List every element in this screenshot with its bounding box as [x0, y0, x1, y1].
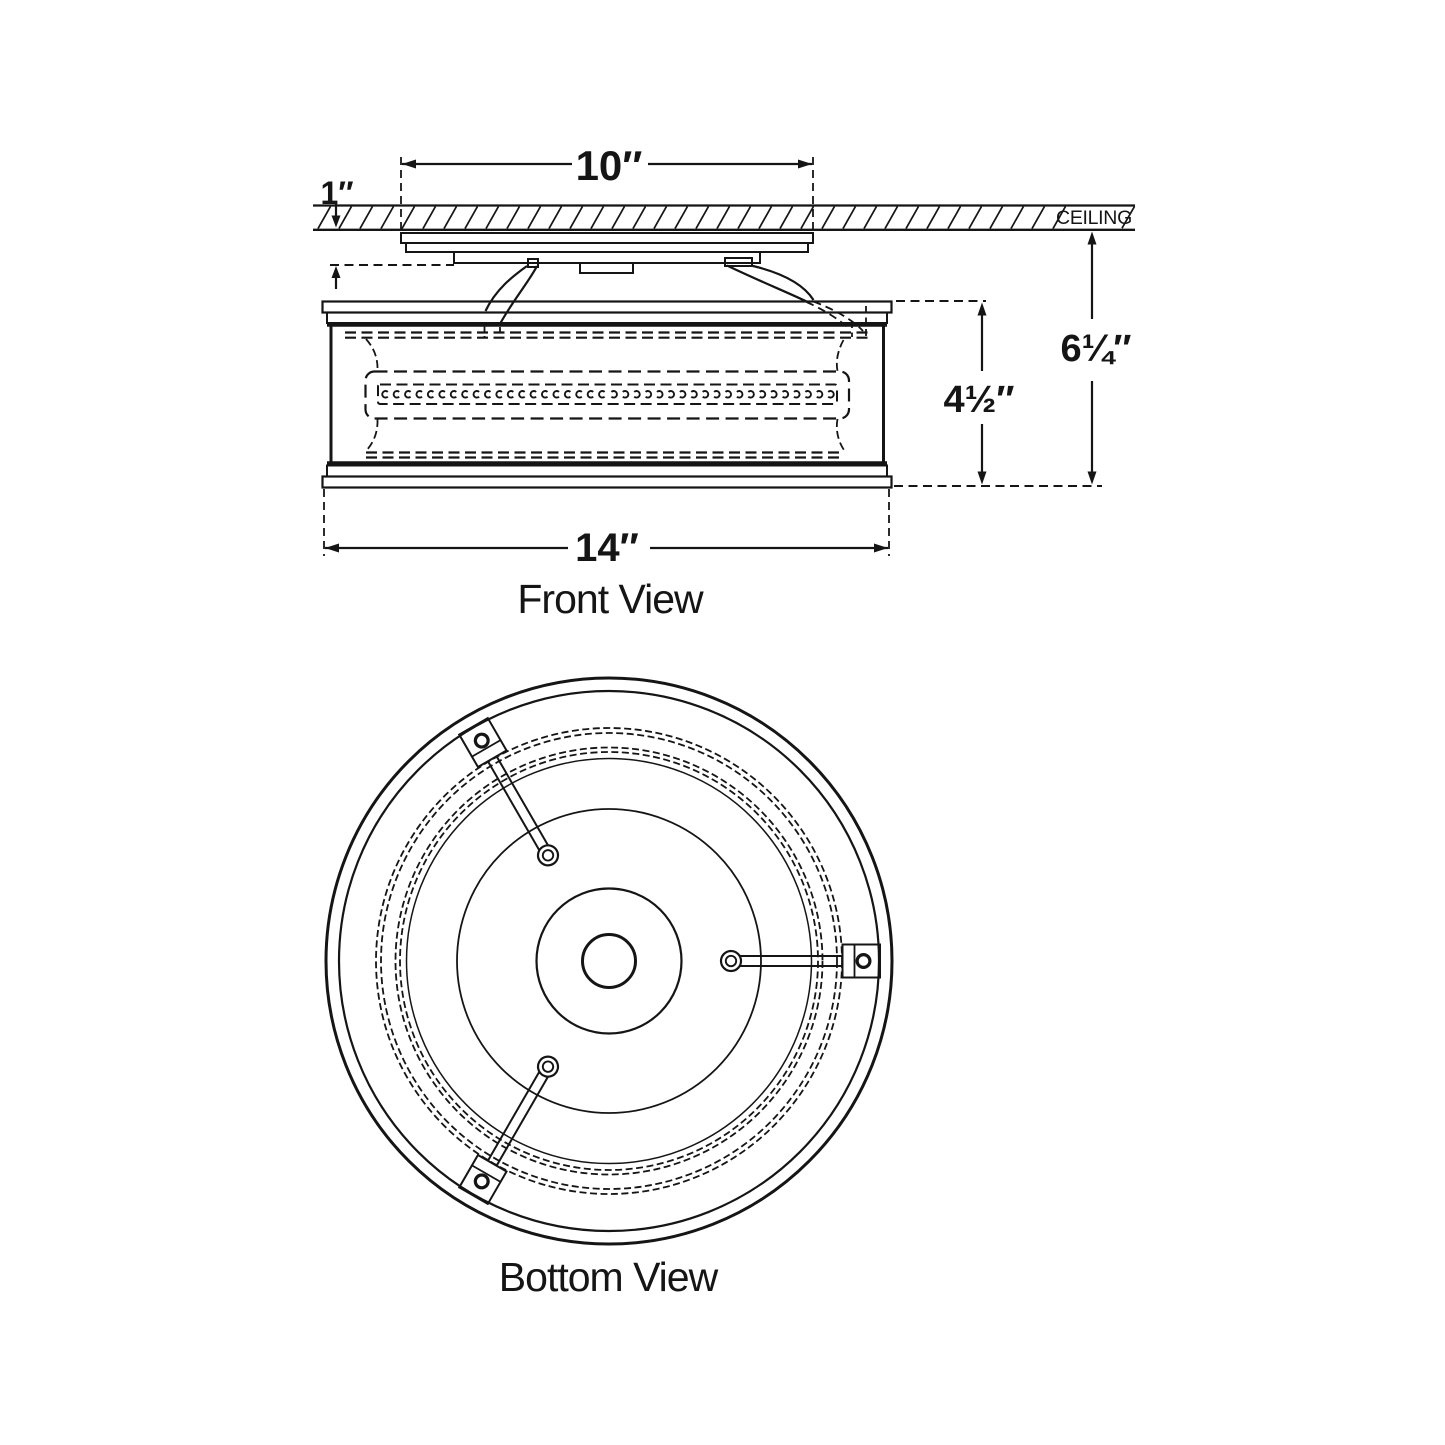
- arrowhead-up: [977, 302, 987, 316]
- arrowhead-up: [331, 266, 341, 278]
- arm-loop-icon: [536, 1055, 560, 1078]
- mounting-tab: [457, 1153, 508, 1206]
- mounting-arm-assembly: [457, 716, 560, 867]
- mounting-tab: [457, 716, 508, 769]
- dimension-ceiling-offset: [330, 204, 454, 289]
- arrowhead-left: [325, 543, 339, 553]
- screw-icon: [855, 952, 872, 969]
- arrowhead-right: [798, 159, 812, 169]
- screw-icon: [473, 1173, 490, 1190]
- arrowhead-left: [402, 159, 416, 169]
- dim-overall-height-label: 6¼″: [1060, 328, 1131, 370]
- arm-mount-left: [527, 258, 539, 268]
- ceiling-label: CEILING: [1056, 207, 1132, 229]
- arrowhead-down: [1087, 471, 1097, 485]
- dim-body-height-label: 4½″: [943, 379, 1014, 421]
- arm-loop-icon: [536, 844, 560, 867]
- led-bead-strip: [381, 390, 835, 399]
- dimension-overall-height: [1087, 231, 1097, 485]
- arrowhead-up: [1087, 231, 1097, 245]
- arrowhead-right: [874, 543, 888, 553]
- front-view-label: Front View: [517, 576, 704, 622]
- arm-mount-right: [724, 257, 753, 267]
- canopy: [400, 232, 814, 274]
- mounting-arms: [457, 716, 881, 1206]
- dimension-canopy-width: [400, 157, 814, 232]
- arrowhead-down: [331, 215, 341, 228]
- arrowhead-down: [977, 471, 987, 485]
- bottom-view-circles: [324, 676, 894, 1246]
- lamp-strip-housing: [377, 383, 838, 405]
- screw-icon: [473, 732, 490, 749]
- bottom-view: [324, 676, 894, 1246]
- bottom-view-label: Bottom View: [499, 1254, 719, 1300]
- dimension-diameter: [323, 489, 890, 556]
- mounting-arm-assembly: [457, 1055, 560, 1206]
- glass-shade-outline: [345, 331, 869, 459]
- dimension-body-height: [894, 300, 1102, 487]
- dim-canopy-width-label: 10″: [576, 142, 643, 189]
- ceiling-hatch: [317, 205, 1136, 230]
- mounting-tab: [841, 943, 881, 979]
- canopy-center-tab: [579, 262, 634, 274]
- dim-diameter-label: 14″: [575, 526, 639, 570]
- front-view: [313, 157, 1136, 556]
- fixture-body: [321, 300, 893, 489]
- arm-loop-icon: [719, 949, 743, 973]
- mounting-arm-assembly: [719, 943, 881, 979]
- ceiling-section: [313, 204, 1136, 232]
- dim-ceiling-offset-label: 1″: [320, 175, 353, 211]
